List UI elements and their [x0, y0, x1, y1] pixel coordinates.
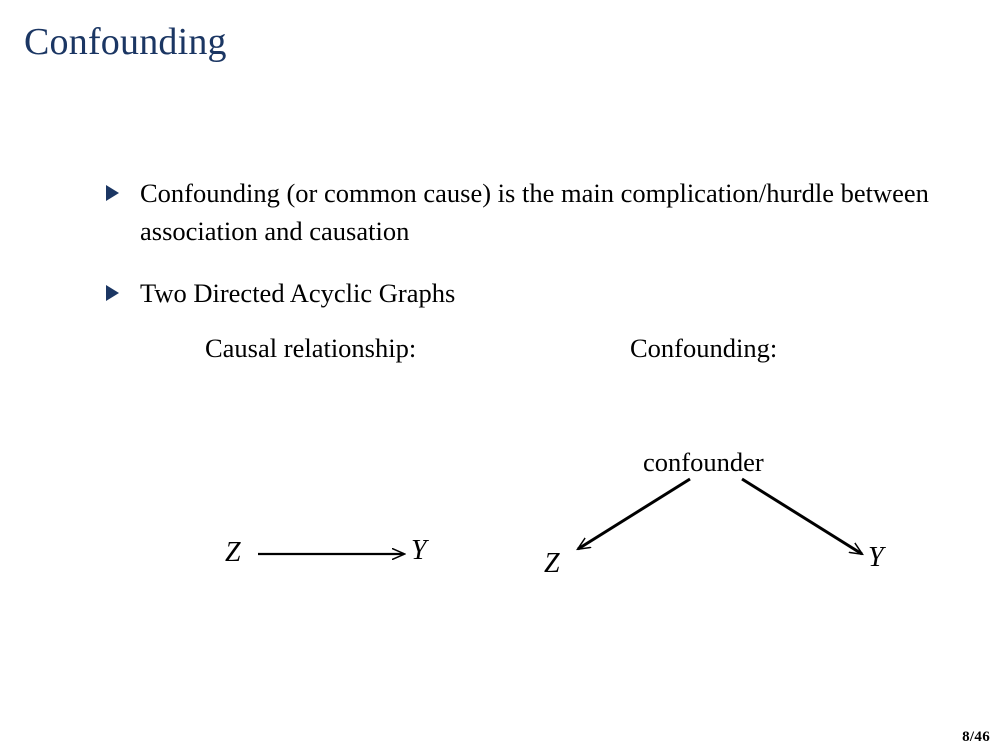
triangle-right-icon [106, 285, 119, 301]
node-y-confounding: Y [868, 542, 884, 573]
node-z-confounding: Z [544, 548, 560, 579]
triangle-right-icon [106, 185, 119, 201]
list-item-label: Confounding (or common cause) is the mai… [140, 178, 929, 246]
list-item: Confounding (or common cause) is the mai… [106, 174, 966, 250]
edge-confounder-to-y [741, 477, 862, 554]
node-z-causal: Z [225, 537, 241, 568]
list-item-label: Two Directed Acyclic Graphs [140, 278, 456, 308]
page-number: 8/46 [962, 729, 990, 745]
causal-diagram-heading: Causal relationship: [205, 333, 417, 363]
list-item: Two Directed Acyclic Graphs [106, 274, 966, 312]
node-confounder: confounder [643, 447, 764, 477]
node-y-causal: Y [411, 535, 427, 566]
page-title: Confounding [24, 21, 227, 63]
edge-confounder-to-z [578, 477, 691, 549]
confounding-diagram-heading: Confounding: [630, 333, 778, 363]
